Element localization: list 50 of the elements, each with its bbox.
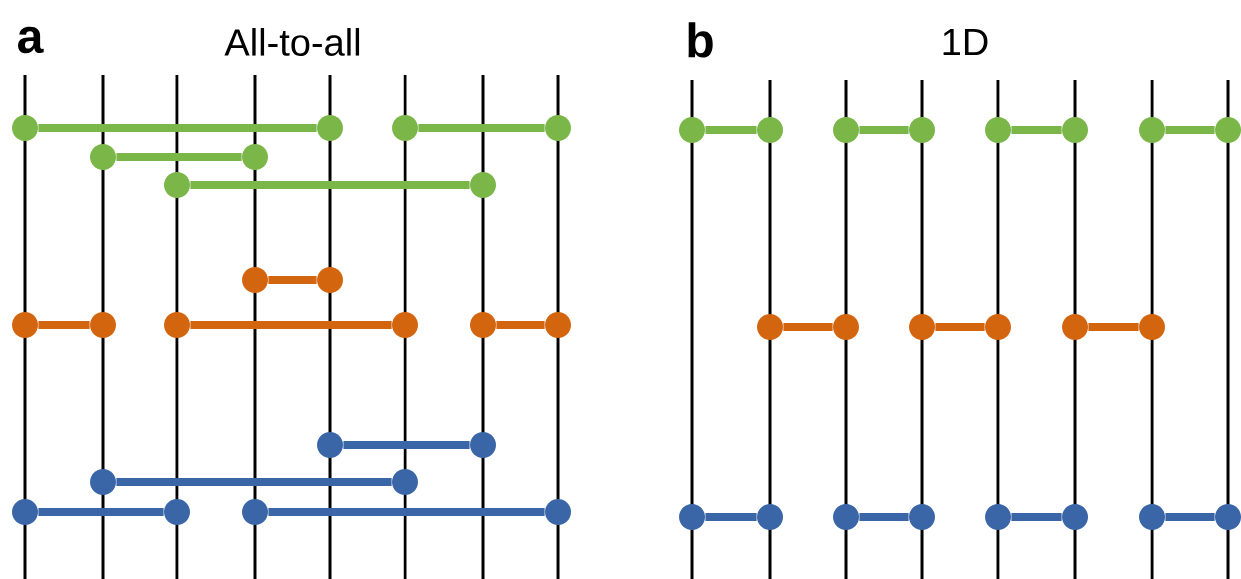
- qubit-dot: [679, 504, 705, 530]
- qubit-dot: [909, 504, 935, 530]
- qubit-dot: [909, 314, 935, 340]
- qubit-dot: [90, 469, 116, 495]
- qubit-dot: [470, 172, 496, 198]
- qubit-dot: [392, 115, 418, 141]
- qubit-dot: [1062, 314, 1088, 340]
- qubit-dot: [90, 144, 116, 170]
- panel-letter: b: [688, 22, 713, 58]
- qubit-dot: [545, 115, 571, 141]
- panel-title: 1D: [943, 28, 988, 56]
- qubit-dot: [545, 499, 571, 525]
- qubit-dot: [833, 504, 859, 530]
- qubit-dot: [1139, 504, 1165, 530]
- qubit-dot: [1062, 117, 1088, 143]
- qubit-dot: [679, 117, 705, 143]
- qubit-dot: [317, 432, 343, 458]
- qubit-dot: [317, 115, 343, 141]
- panel-title: All-to-all: [224, 28, 360, 56]
- qubit-dot: [317, 267, 343, 293]
- qubit-dot: [757, 314, 783, 340]
- qubit-dot: [392, 312, 418, 338]
- qubit-dot: [833, 314, 859, 340]
- qubit-dot: [242, 499, 268, 525]
- qubit-dot: [470, 432, 496, 458]
- panel-letter: a: [18, 26, 44, 54]
- qubit-dot: [757, 117, 783, 143]
- qubit-dot: [545, 312, 571, 338]
- qubit-dot: [1215, 117, 1241, 143]
- qubit-dot: [164, 312, 190, 338]
- qubit-dot: [90, 312, 116, 338]
- qubit-dot: [392, 469, 418, 495]
- qubit-dot: [164, 172, 190, 198]
- qubit-dot: [1139, 117, 1165, 143]
- qubit-dot: [470, 312, 496, 338]
- qubit-dot: [242, 144, 268, 170]
- qubit-dot: [1215, 504, 1241, 530]
- qubit-dot: [833, 117, 859, 143]
- qubit-dot: [985, 117, 1011, 143]
- qubit-dot: [12, 312, 38, 338]
- qubit-dot: [164, 499, 190, 525]
- qubit-dot: [12, 499, 38, 525]
- qubit-dot: [985, 504, 1011, 530]
- qubit-dot: [1139, 314, 1165, 340]
- qubit-dot: [757, 504, 783, 530]
- qubit-dot: [242, 267, 268, 293]
- qubit-dot: [985, 314, 1011, 340]
- qubit-dot: [12, 115, 38, 141]
- qubit-dot: [909, 117, 935, 143]
- qubit-dot: [1062, 504, 1088, 530]
